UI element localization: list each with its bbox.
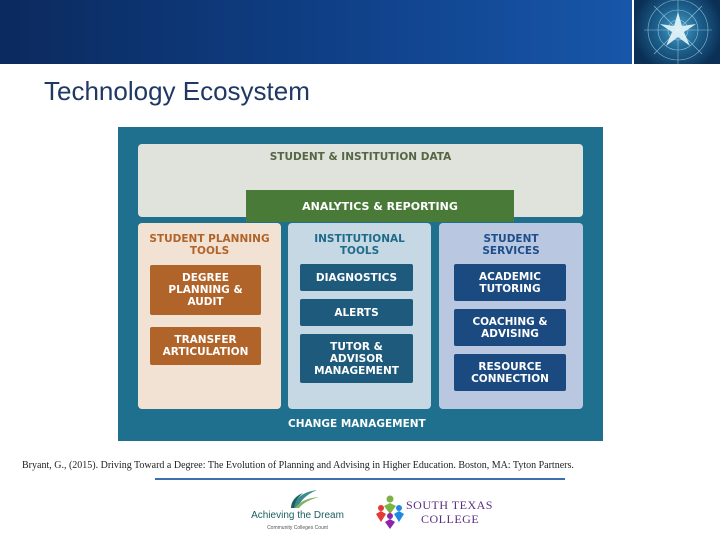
diagnostics-tile: DIAGNOSTICS [300, 264, 413, 291]
student-services-column: STUDENT SERVICES ACADEMIC TUTORING COACH… [439, 223, 583, 409]
atd-leaf-icon [291, 490, 319, 508]
atd-tagline: Community Colleges Count [267, 525, 328, 531]
column-header: INSTITUTIONAL TOOLS [314, 233, 405, 257]
data-layer-label: STUDENT & INSTITUTION DATA [269, 151, 452, 163]
stc-people-icon [376, 495, 404, 529]
degree-planning-tile: DEGREE PLANNING & AUDIT [150, 265, 261, 315]
achieving-the-dream-logo: Achieving the Dream Community Colleges C… [245, 488, 350, 534]
resource-connection-tile: RESOURCE CONNECTION [454, 354, 566, 391]
column-header: STUDENT PLANNING TOOLS [149, 233, 270, 257]
academic-tutoring-tile: ACADEMIC TUTORING [454, 264, 566, 301]
slide-title: Technology Ecosystem [44, 76, 310, 106]
stc-line1: SOUTH TEXAS [406, 498, 493, 512]
atd-name: Achieving the Dream [251, 510, 344, 521]
data-layer-panel: STUDENT & INSTITUTION DATA ANALYTICS & R… [138, 144, 583, 222]
ecosystem-diagram: STUDENT & INSTITUTION DATA ANALYTICS & R… [118, 127, 603, 441]
stc-line2: COLLEGE [421, 512, 480, 526]
institutional-tools-column: INSTITUTIONAL TOOLS DIAGNOSTICS ALERTS T… [288, 223, 431, 409]
transfer-articulation-tile: TRANSFER ARTICULATION [150, 327, 261, 365]
star-emblem-icon [632, 0, 720, 64]
header-banner [0, 0, 720, 64]
tutor-advisor-management-tile: TUTOR & ADVISOR MANAGEMENT [300, 334, 413, 383]
coaching-advising-tile: COACHING & ADVISING [454, 309, 566, 346]
footer-divider [155, 478, 565, 480]
alerts-tile: ALERTS [300, 299, 413, 326]
student-planning-column: STUDENT PLANNING TOOLS DEGREE PLANNING &… [138, 223, 281, 409]
change-management-label: CHANGE MANAGEMENT [288, 418, 426, 430]
citation: Bryant, G., (2015). Driving Toward a Deg… [22, 460, 574, 471]
analytics-reporting-bar: ANALYTICS & REPORTING [246, 190, 514, 222]
south-texas-college-logo: SOUTH TEXAS COLLEGE [374, 492, 504, 530]
column-header: STUDENT SERVICES [482, 233, 540, 257]
